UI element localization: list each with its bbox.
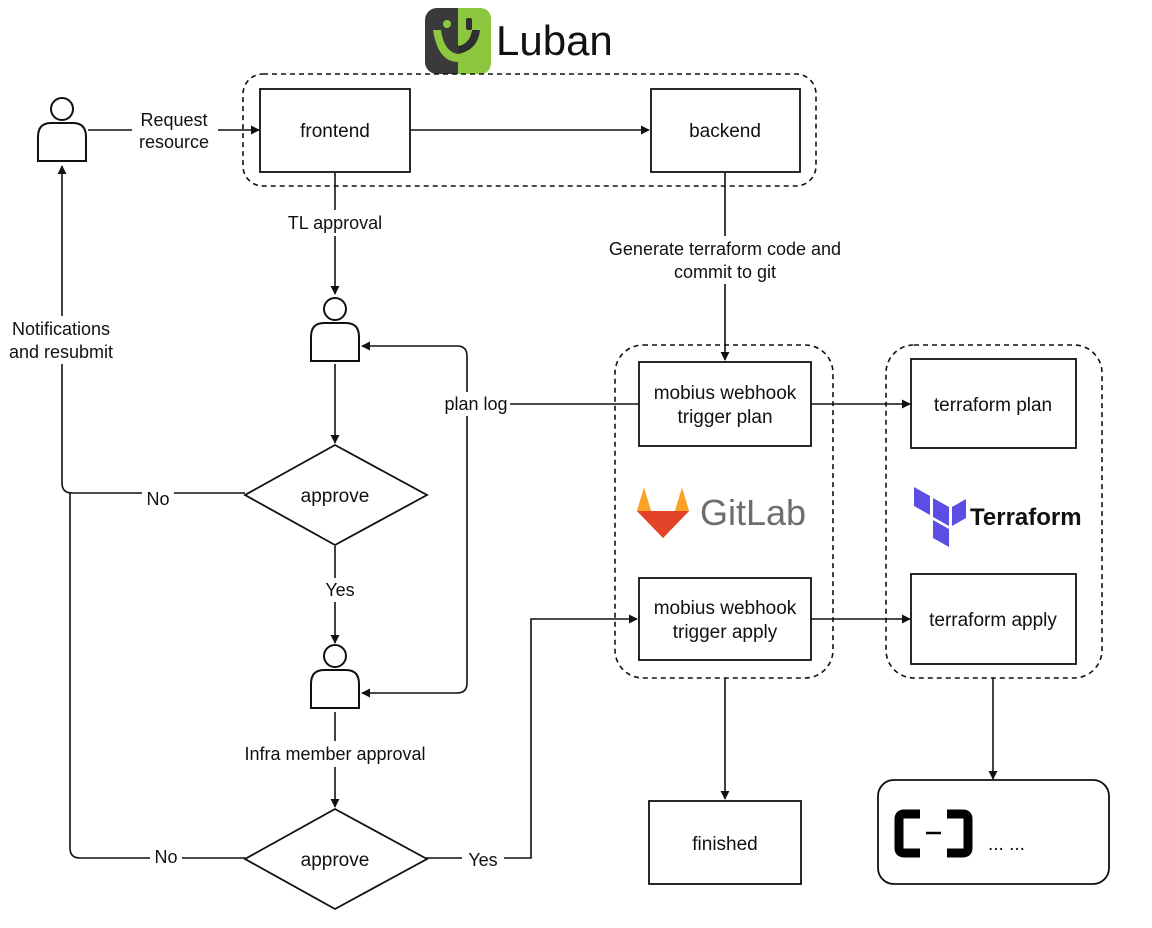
edge-plan-log-down [361,404,468,698]
label-plan-log: plan log [444,394,507,414]
approve-decision-2: approve [243,807,429,911]
svg-text:mobius webhook: mobius webhook [654,383,797,404]
edge-approve-no-user [57,165,245,494]
svg-text:terraform apply: terraform apply [929,610,1057,631]
svg-text:... ...: ... ... [988,834,1025,855]
frontend-node: frontend [259,88,411,173]
label-yes-2: Yes [468,850,497,870]
label-no-2: No [154,847,177,867]
label-tl-approval: TL approval [288,213,382,233]
label-request-resource: Request [140,110,207,130]
terraform-icon [914,487,966,547]
cloud-node: ... ... [877,779,1110,885]
mobius-apply-node: mobius webhook trigger apply [638,577,812,661]
svg-text:approve: approve [301,850,370,871]
terraform-group [885,344,1103,679]
luban-logo-icon [425,8,491,74]
approve-decision-1: approve [243,443,429,547]
label-yes-1: Yes [325,580,354,600]
svg-text:terraform plan: terraform plan [934,395,1052,416]
label-no-1: No [146,489,169,509]
alibaba-cloud-icon [894,809,973,858]
tl-approver-icon [310,297,360,362]
svg-text:backend: backend [689,121,761,142]
terraform-text: Terraform [970,504,1082,531]
terraform-logo: Terraform [914,487,1082,547]
svg-text:commit to git: commit to git [674,262,776,282]
svg-text:trigger plan: trigger plan [677,407,772,428]
svg-text:mobius webhook: mobius webhook [654,598,797,619]
backend-node: backend [650,88,801,173]
svg-text:and resubmit: and resubmit [9,342,113,362]
label-generate-code: Generate terraform code and [609,239,841,259]
label-infra-approval: Infra member approval [244,744,425,764]
gitlab-logo: GitLab [637,488,806,538]
edge-approve2-no [69,493,245,859]
requester-icon [37,97,87,162]
luban-logo-text: Luban [496,17,613,64]
terraform-apply-node: terraform apply [910,573,1077,665]
terraform-plan-node: terraform plan [910,358,1077,449]
edge-labels: Request resource TL approval Generate te… [4,108,854,872]
svg-text:resource: resource [139,132,209,152]
mobius-plan-node: mobius webhook trigger plan [638,361,812,447]
svg-text:frontend: frontend [300,121,370,142]
svg-text:trigger apply: trigger apply [673,622,778,643]
infra-approver-icon [310,644,360,709]
gitlab-text: GitLab [700,492,806,533]
svg-text:approve: approve [301,486,370,507]
gitlab-icon [637,488,689,538]
luban-logo: Luban [425,8,613,74]
label-notifications: Notifications [12,319,110,339]
svg-text:finished: finished [692,834,758,855]
finished-node: finished [648,800,802,885]
gitlab-group [614,344,834,679]
edge-approve2-yes [426,614,638,859]
